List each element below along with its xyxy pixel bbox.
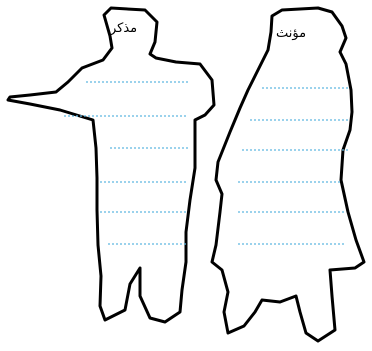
female-silhouette (212, 8, 364, 341)
male-label: مذكر (110, 22, 137, 35)
male-silhouette (8, 8, 214, 322)
female-label: مؤنث (276, 27, 306, 40)
